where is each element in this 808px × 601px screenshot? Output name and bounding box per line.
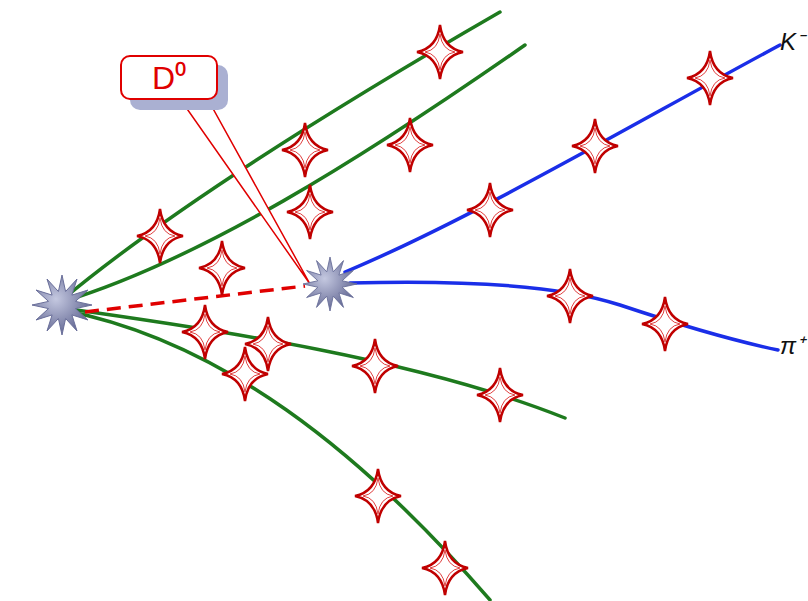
flight-path: [85, 286, 305, 312]
callout-box: D⁰: [120, 55, 218, 100]
track: [62, 310, 490, 600]
track: [62, 45, 525, 302]
primary-vertex: [32, 275, 92, 335]
particle-label: K⁻: [780, 30, 804, 54]
detector-hits: [137, 25, 733, 595]
track: [62, 12, 500, 300]
secondary-vertex: [303, 257, 357, 311]
kaon-track: [345, 45, 780, 272]
callout-text: D⁰: [152, 62, 186, 94]
particle-label: π⁺: [780, 334, 804, 358]
callout-pointer: [178, 96, 310, 284]
